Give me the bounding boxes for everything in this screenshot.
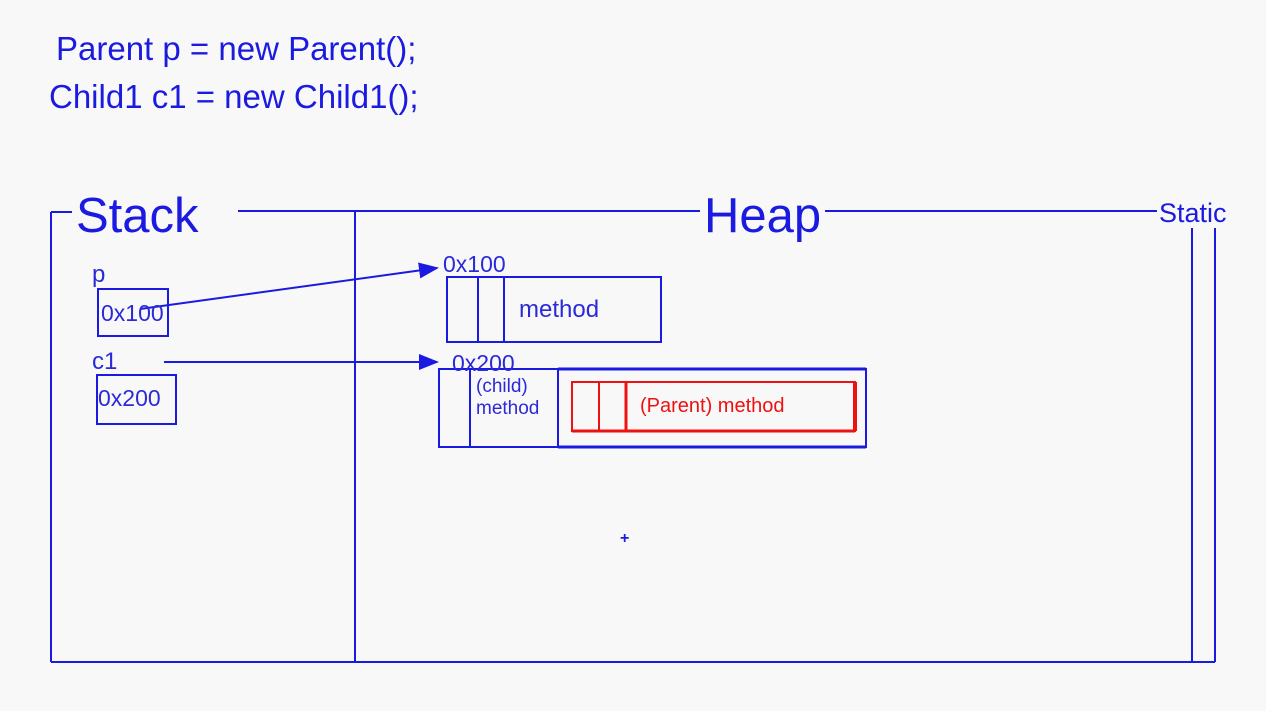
crosshair-cursor: + [620,530,630,547]
parent-part-box [571,381,857,433]
stack-variable-boxes [96,288,177,425]
parent-object-address: 0x100 [443,251,506,277]
stack-box-p [97,288,169,337]
memory-outline [50,210,1216,663]
heap-label: Heap [700,192,826,241]
code-line-parent: Parent p = new Parent(); [56,30,417,67]
arrow-p-to-parent [139,262,439,310]
stack-label: Stack [72,192,203,241]
reference-arrows [139,262,439,370]
stack-box-c1 [96,374,177,425]
code-line-child: Child1 c1 = new Child1(); [49,78,419,115]
child-label: (child) [476,376,528,397]
stack-var-p-name: p [92,261,106,288]
parent-object-method-label: method [519,296,600,323]
child-method-label: method [476,398,540,419]
stack-var-c1-value: 0x200 [98,385,161,411]
heap-object-boxes [438,276,867,449]
child-object-address: 0x200 [452,350,515,376]
parent-object-box [446,276,662,343]
parent-part-method-label: (Parent) method [640,395,785,417]
stack-var-c1-name: c1 [92,348,118,375]
stack-var-p-value: 0x100 [101,300,164,326]
static-label: Static [1157,198,1229,228]
